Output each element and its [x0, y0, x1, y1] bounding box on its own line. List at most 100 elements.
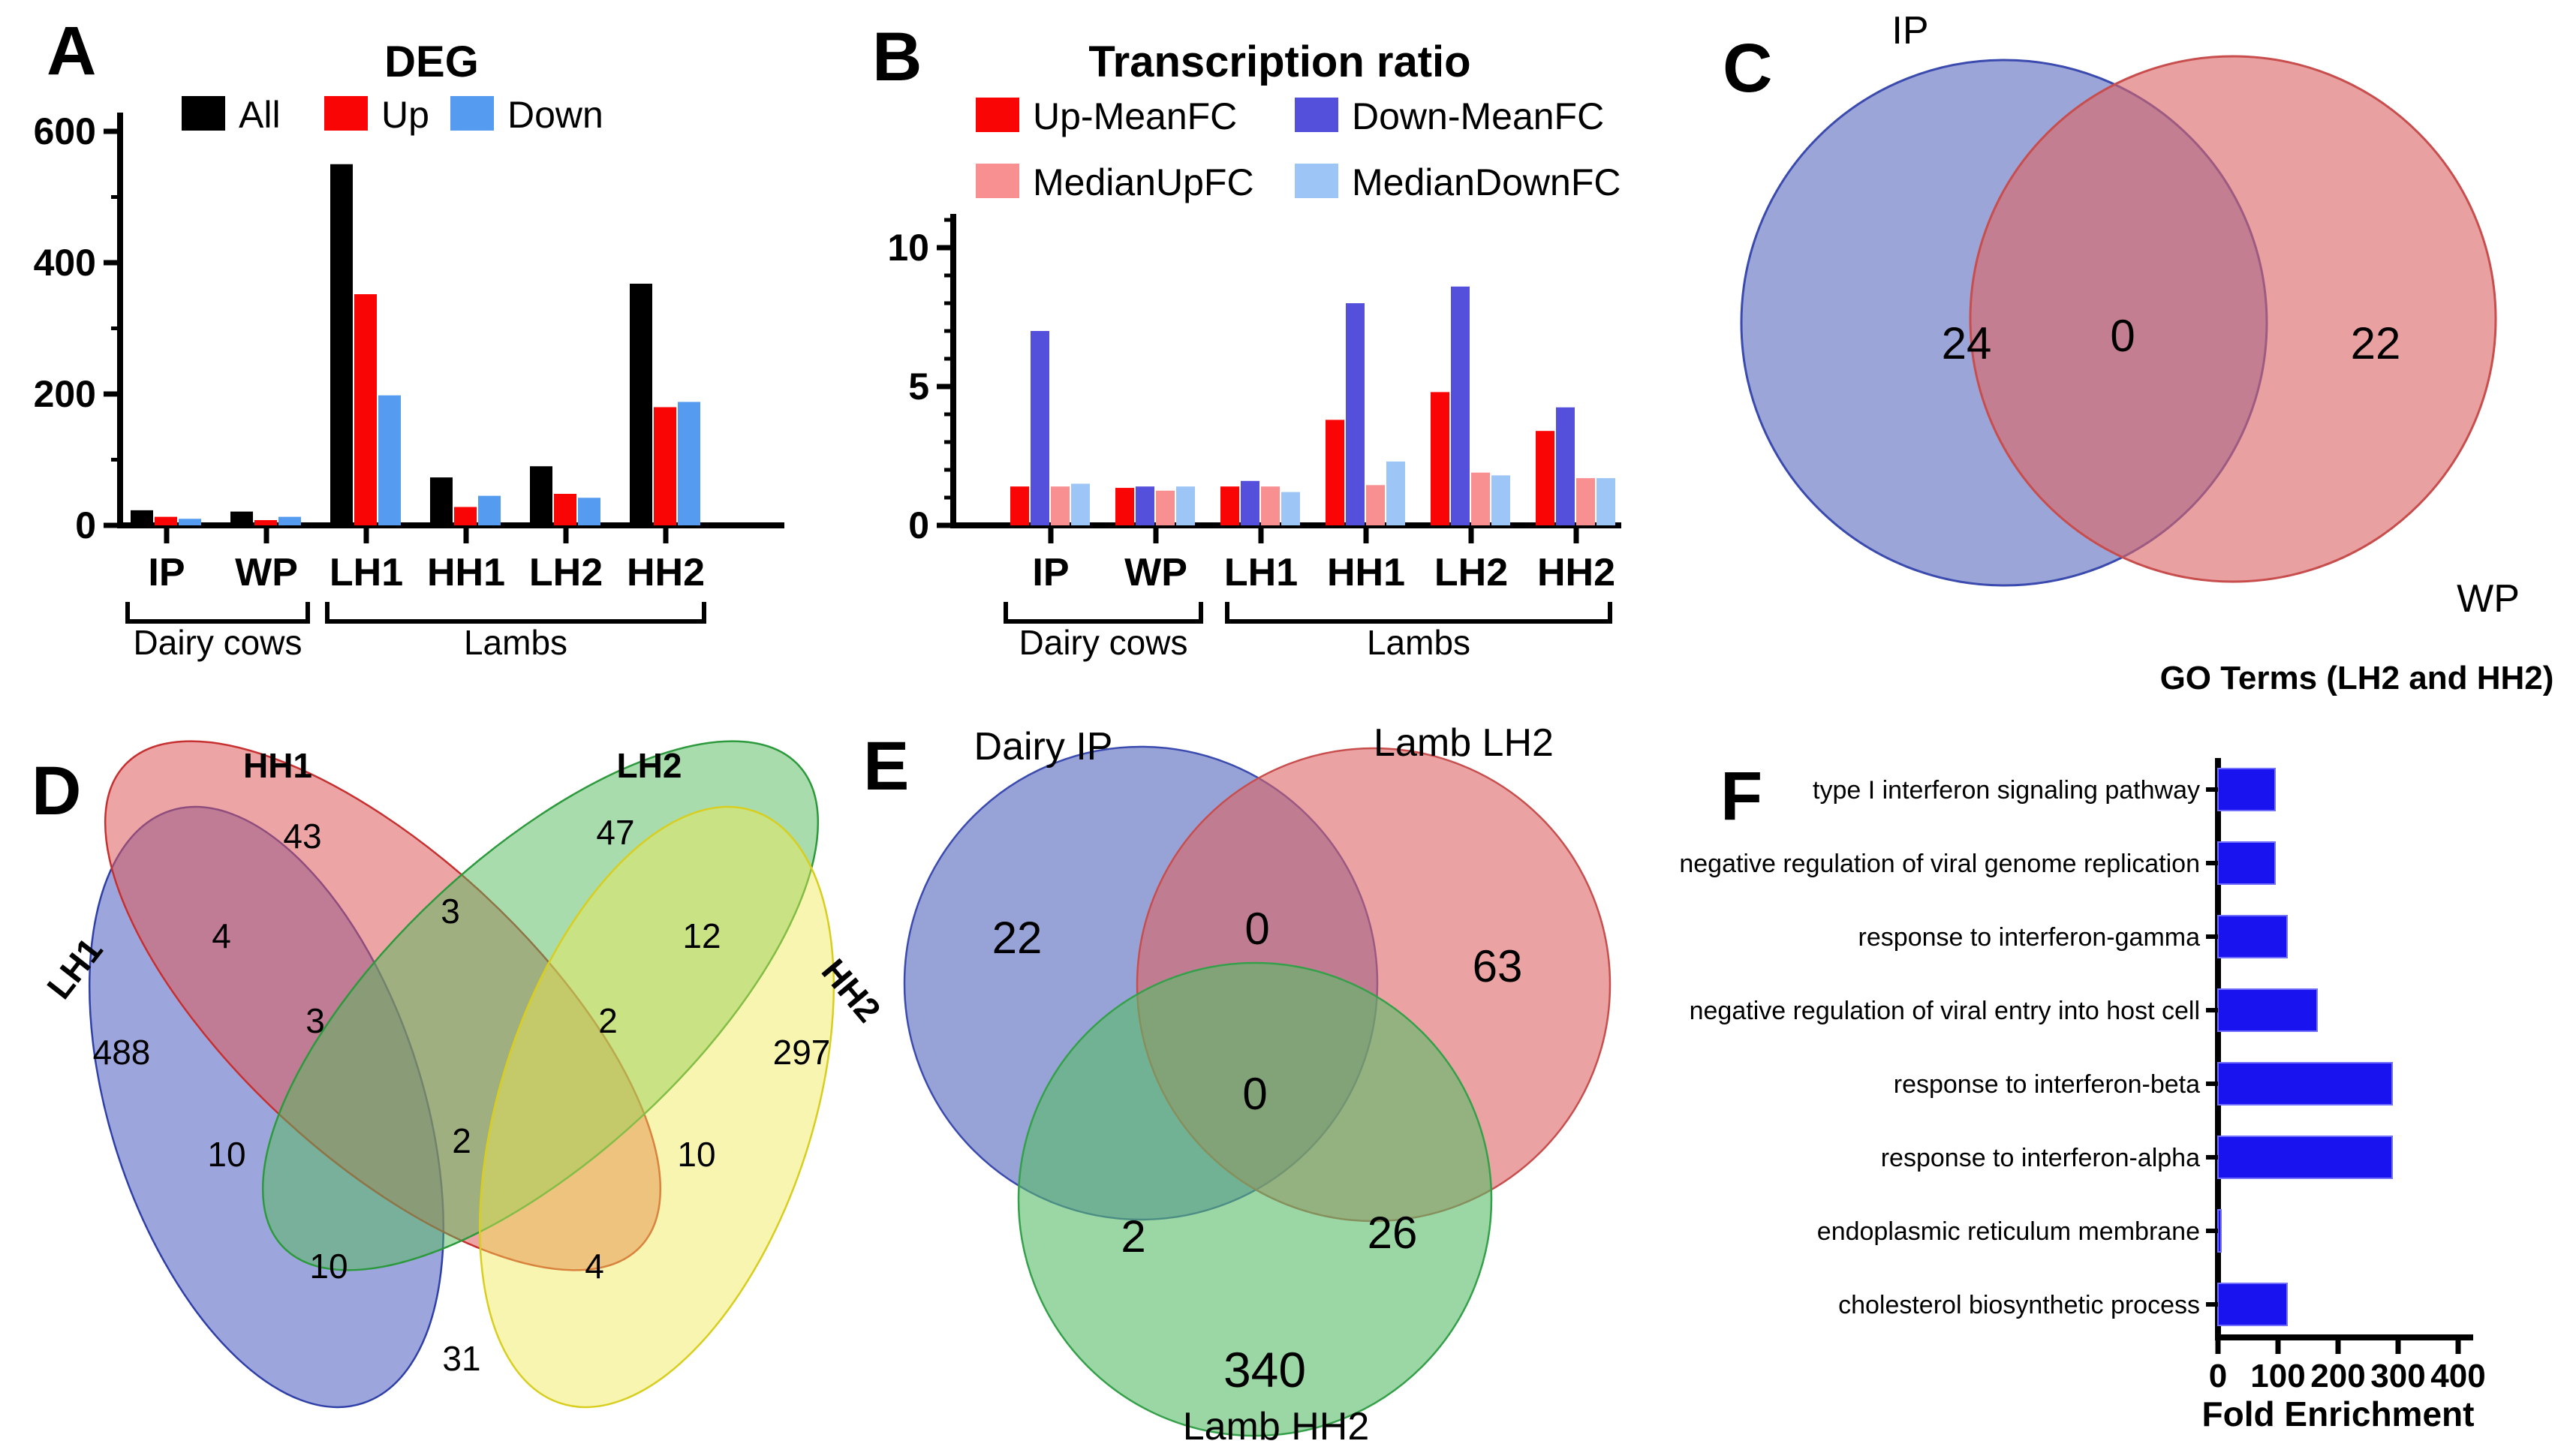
y-category-label-1: negative regulation of viral genome repl…: [1679, 850, 2200, 878]
y-tick-label-200: 200: [34, 373, 96, 415]
y-category-label-4: response to interferon-beta: [1894, 1070, 2200, 1099]
x-tick-label-200: 200: [2310, 1358, 2365, 1394]
panel-label-a: A: [47, 13, 97, 89]
venn-d-count-hh1-lh2-hh2: 2: [598, 1001, 618, 1040]
y-category-label-2: response to interferon-gamma: [1858, 923, 2201, 952]
bar-LH2-Up: [554, 494, 576, 525]
bar-HH2-Up: [654, 407, 676, 525]
bar-endoplasmic-reticulum-membrane: [2217, 1209, 2222, 1253]
bar-IP-Up: [155, 516, 177, 525]
venn-d-count-lh1-hh1-hh2: 4: [585, 1247, 604, 1286]
legend-label-Up: Up: [381, 94, 429, 136]
venn-e-count-center: 0: [1242, 1069, 1267, 1119]
venn-e-count-ip-only: 22: [992, 913, 1043, 963]
venn-d-count-lh1-hh1: 4: [212, 916, 231, 955]
bar-WP-MedianUpFC: [1156, 490, 1175, 525]
y-tick-label-0: 0: [908, 504, 929, 546]
panel-label-e: E: [863, 728, 910, 805]
bar-HH2-MedianDownFC: [1596, 478, 1615, 525]
x-category-label-HH2: HH2: [1537, 551, 1615, 594]
bar-type-I-interferon-signaling-pathway: [2217, 768, 2276, 811]
bar-IP-Down-MeanFC: [1031, 331, 1049, 525]
bar-LH2-MedianDownFC: [1491, 475, 1510, 525]
venn-e-label-lamb-lh2: Lamb LH2: [1374, 721, 1554, 765]
venn-d-label-lh2: LH2: [617, 746, 682, 785]
venn-d-count-hh1-only: 43: [283, 817, 321, 856]
bar-IP-Up-MeanFC: [1010, 486, 1029, 525]
legend-label-Up-MeanFC: Up-MeanFC: [1033, 95, 1237, 137]
venn-d-count-lh2-hh2: 12: [682, 916, 721, 955]
bar-LH1-Down: [378, 395, 401, 525]
y-category-label-7: cholesterol biosynthetic process: [1838, 1291, 2200, 1319]
bar-IP-MedianUpFC: [1051, 486, 1070, 525]
y-category-label-6: endoplasmic reticulum membrane: [1817, 1217, 2200, 1246]
bar-WP-Up-MeanFC: [1115, 488, 1134, 525]
chart-title-A: DEG: [384, 38, 479, 86]
bar-WP-Up: [254, 520, 277, 525]
bar-LH2-Down: [578, 498, 600, 525]
group-label-Dairy cows: Dairy cows: [134, 623, 302, 662]
venn-d-count-lh1-hh2: 31: [442, 1339, 480, 1378]
venn-e-count-ip-lh2: 0: [1244, 904, 1269, 954]
venn-c-count-wp-only: 22: [2351, 318, 2401, 369]
venn-d-count-hh1-hh2: 10: [677, 1135, 715, 1174]
x-category-label-LH1: LH1: [330, 551, 403, 594]
bar-HH1-MedianDownFC: [1386, 461, 1405, 525]
chart-title-F: GO Terms (LH2 and HH2): [2160, 660, 2554, 696]
venn-c-count-overlap: 0: [2110, 311, 2135, 361]
x-category-label-IP: IP: [148, 551, 185, 594]
venn-d-ellipse-lh2: [261, 740, 820, 1271]
legend-swatch-Up-MeanFC: [976, 98, 1019, 132]
y-tick-label-10: 10: [887, 227, 929, 269]
group-bracket-Dairy cows: [1004, 602, 1203, 624]
venn-e-label-dairy-ip: Dairy IP: [974, 725, 1113, 769]
venn-e-count-lh2-only: 63: [1473, 941, 1523, 991]
bar-LH2-Up-MeanFC: [1431, 392, 1449, 525]
venn-c-circle-wp: [1969, 55, 2497, 583]
bar-HH2-Down: [678, 402, 700, 525]
bar-WP-Down: [278, 516, 301, 525]
chart-title-B: Transcription ratio: [1088, 38, 1470, 86]
legend-swatch-Up: [324, 96, 368, 131]
legend-label-All: All: [239, 94, 281, 136]
group-bracket-Lambs: [325, 602, 706, 624]
bar-IP-Down: [179, 519, 201, 525]
venn-d-count-lh1-hh1-lh2: 3: [305, 1001, 325, 1040]
panel-d-venn-4set: LH1 HH1 LH2 HH2 43 47 4 3 12 488 3 2 297…: [39, 740, 889, 1409]
bar-cholesterol-biosynthetic-process: [2217, 1283, 2288, 1326]
group-label-Lambs: Lambs: [464, 623, 567, 662]
y-tick-label-0: 0: [75, 504, 96, 546]
bar-negative-regulation-of-viral-entry-into-host-cell: [2217, 988, 2318, 1032]
y-category-label-0: type I interferon signaling pathway: [1813, 776, 2200, 805]
bar-response-to-interferon-gamma: [2217, 915, 2288, 958]
bar-WP-MedianDownFC: [1176, 486, 1195, 525]
bar-response-to-interferon-alpha: [2217, 1136, 2393, 1179]
legend-label-MedianDownFC: MedianDownFC: [1352, 161, 1621, 203]
bar-HH2-All: [630, 284, 652, 525]
panel-e-venn-3set: Dairy IP Lamb LH2 Lamb HH2 22 0 63 0 2 2…: [903, 721, 1612, 1448]
x-tick-label-100: 100: [2250, 1358, 2305, 1394]
bar-HH1-Up: [454, 507, 477, 525]
x-category-label-WP: WP: [1124, 551, 1187, 594]
venn-d-count-lh1-lh2: 10: [207, 1135, 245, 1174]
bar-IP-All: [131, 510, 153, 525]
bar-HH2-Down-MeanFC: [1556, 407, 1575, 525]
venn-d-count-hh1-lh2: 3: [441, 892, 460, 931]
legend-swatch-Down-MeanFC: [1295, 98, 1338, 132]
bar-HH2-MedianUpFC: [1576, 478, 1595, 525]
legend-swatch-MedianDownFC: [1295, 164, 1338, 198]
venn-e-count-lh2-hh2: 26: [1368, 1208, 1418, 1258]
group-bracket-Lambs: [1225, 602, 1612, 624]
bar-LH1-Up-MeanFC: [1220, 486, 1239, 525]
x-category-label-LH1: LH1: [1224, 551, 1298, 594]
venn-d-count-lh1-only: 488: [93, 1033, 151, 1072]
bar-LH2-All: [530, 466, 552, 525]
venn-d-count-hh2-only: 297: [773, 1033, 831, 1072]
legend-swatch-MedianUpFC: [976, 164, 1019, 198]
venn-c-label-wp: WP: [2457, 577, 2520, 621]
venn-e-count-ip-hh2: 2: [1121, 1211, 1145, 1262]
venn-d-count-lh1-lh2-hh2: 10: [309, 1247, 348, 1286]
bar-WP-All: [230, 511, 253, 525]
bar-LH2-MedianUpFC: [1471, 472, 1490, 525]
